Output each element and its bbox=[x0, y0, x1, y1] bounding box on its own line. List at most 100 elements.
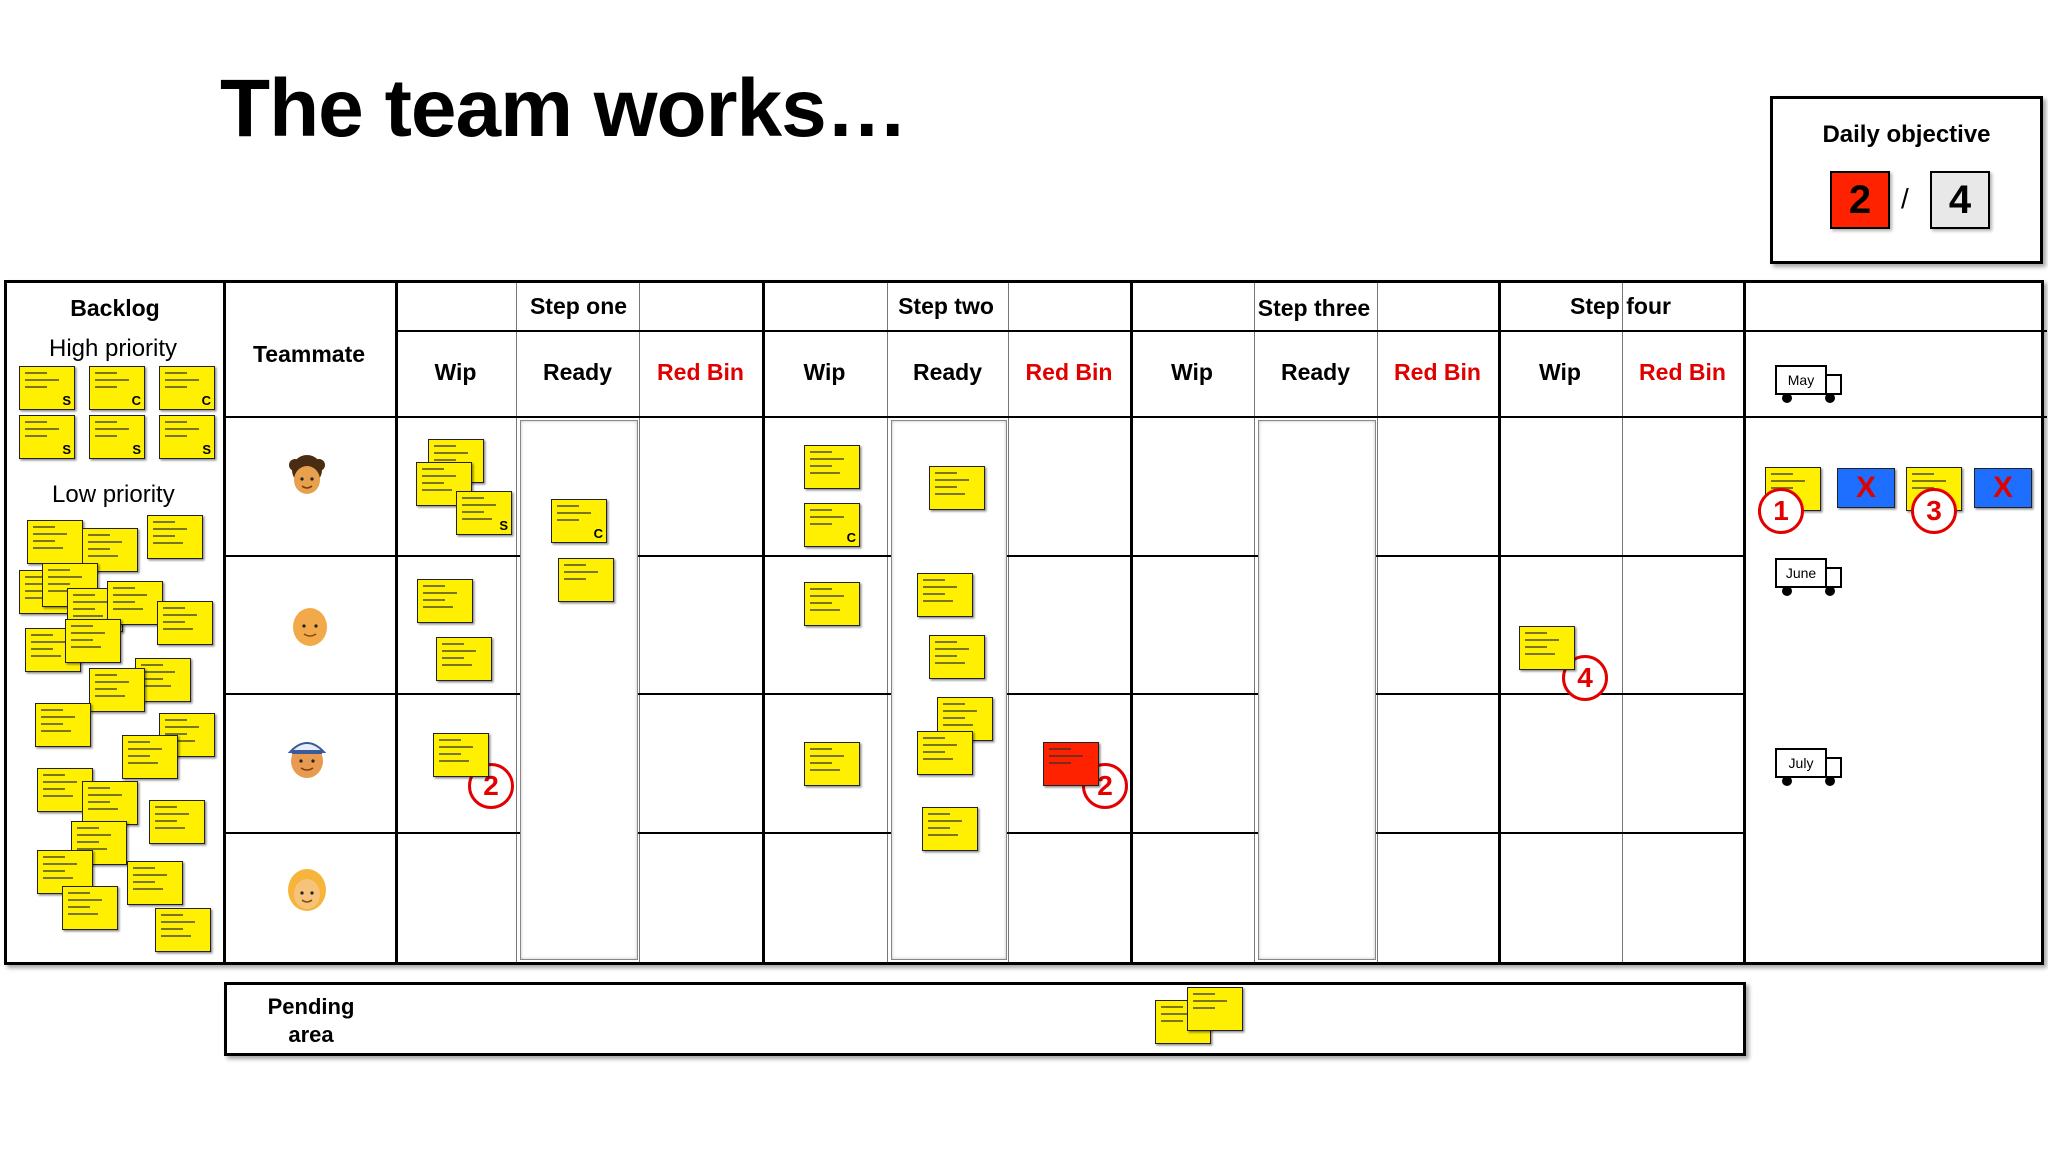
objective-total-count: 4 bbox=[1930, 171, 1990, 229]
divider bbox=[1377, 283, 1378, 962]
work-card bbox=[417, 579, 473, 623]
card-tag: C bbox=[593, 526, 603, 541]
truck-icon-may: May bbox=[1775, 365, 1845, 407]
daily-objective-title: Daily objective bbox=[1822, 121, 1991, 148]
work-card bbox=[804, 445, 860, 489]
page-title: The team works… bbox=[220, 63, 908, 154]
card-tag: S bbox=[62, 393, 71, 408]
high-priority-label: High priority bbox=[49, 335, 178, 362]
backlog-header: Backlog bbox=[70, 295, 160, 321]
step-two-wip: Wip bbox=[803, 359, 846, 385]
backlog-card bbox=[62, 886, 118, 930]
divider bbox=[1254, 283, 1255, 962]
backlog-card bbox=[65, 619, 121, 663]
divider bbox=[1743, 330, 2047, 332]
backlog-card: S bbox=[19, 366, 75, 410]
bald-avatar bbox=[293, 608, 327, 646]
divider bbox=[516, 283, 517, 962]
card-tag: C bbox=[846, 530, 856, 545]
backlog-card bbox=[35, 703, 91, 747]
divider bbox=[395, 330, 1743, 332]
divider bbox=[395, 283, 398, 962]
ready-column-step-three bbox=[1258, 420, 1376, 960]
backlog-card bbox=[27, 520, 83, 564]
work-card: C bbox=[804, 503, 860, 547]
card-tag: C bbox=[201, 393, 211, 408]
divider bbox=[223, 416, 2047, 418]
work-card bbox=[917, 731, 973, 775]
backlog-card: C bbox=[159, 366, 215, 410]
step-one-ready: Ready bbox=[542, 359, 613, 385]
card-tag: C bbox=[131, 393, 141, 408]
objective-done-count: 2 bbox=[1830, 171, 1890, 229]
work-card bbox=[922, 807, 978, 851]
step-two-header: Step two bbox=[898, 293, 994, 319]
pending-area-label: Pending area bbox=[267, 994, 355, 1047]
step-three-wip: Wip bbox=[1171, 359, 1213, 385]
daily-objective-panel: Daily objective 2 / 4 bbox=[1770, 96, 2043, 264]
backlog-card: S bbox=[89, 415, 145, 459]
low-priority-label: Low priority bbox=[52, 481, 175, 508]
work-card: S bbox=[456, 491, 512, 535]
divider bbox=[1622, 283, 1623, 962]
work-card bbox=[433, 733, 489, 777]
work-card bbox=[1519, 626, 1575, 670]
rejected-card: X bbox=[1974, 468, 2032, 508]
step-four-red-bin: Red Bin bbox=[1639, 359, 1726, 385]
backlog-card: C bbox=[89, 366, 145, 410]
truck-icon-july: July bbox=[1775, 748, 1845, 790]
work-card bbox=[929, 466, 985, 510]
backlog-card bbox=[147, 515, 203, 559]
card-tag: S bbox=[62, 442, 71, 457]
divider bbox=[1743, 283, 1746, 962]
blonde-avatar bbox=[288, 869, 326, 911]
step-two-red-bin: Red Bin bbox=[1025, 359, 1113, 385]
step-three-header: Step three bbox=[1257, 295, 1371, 321]
truck-label: May bbox=[1775, 365, 1827, 395]
backlog-card bbox=[107, 581, 163, 625]
card-tag: S bbox=[132, 442, 141, 457]
objective-separator: / bbox=[1901, 183, 1909, 214]
divider bbox=[639, 283, 640, 962]
delivery-marker-3: 3 bbox=[1911, 488, 1957, 534]
curly-hair-avatar bbox=[289, 455, 325, 494]
work-card bbox=[558, 558, 614, 602]
ready-column-step-two bbox=[891, 420, 1007, 960]
kanban-board: Backlog High priority Low priority Teamm… bbox=[4, 280, 2047, 965]
divider bbox=[1008, 283, 1009, 962]
backlog-card bbox=[89, 668, 145, 712]
truck-icon-june: June bbox=[1775, 558, 1845, 600]
step-one-red-bin: Red Bin bbox=[657, 359, 744, 385]
step-one-header: Step one bbox=[529, 293, 628, 319]
work-card bbox=[436, 637, 492, 681]
divider bbox=[1498, 283, 1501, 962]
backlog-card bbox=[127, 861, 183, 905]
delivery-marker-1: 1 bbox=[1758, 488, 1804, 534]
backlog-card bbox=[157, 601, 213, 645]
card-tag: S bbox=[499, 518, 508, 533]
work-card bbox=[804, 582, 860, 626]
work-card: C bbox=[551, 499, 607, 543]
work-card bbox=[804, 742, 860, 786]
defect-card bbox=[1043, 742, 1099, 786]
divider bbox=[887, 283, 888, 962]
pending-card bbox=[1187, 987, 1243, 1031]
cap-avatar bbox=[287, 742, 327, 778]
truck-label: July bbox=[1775, 748, 1827, 778]
step-four-header: Step four bbox=[1570, 293, 1671, 319]
work-card bbox=[917, 573, 973, 617]
backlog-card: S bbox=[19, 415, 75, 459]
backlog-card: S bbox=[159, 415, 215, 459]
step-two-ready: Ready bbox=[912, 359, 983, 385]
step-three-ready: Ready bbox=[1280, 359, 1351, 385]
truck-label: June bbox=[1775, 558, 1827, 588]
pending-area: Pending area bbox=[224, 982, 1746, 1056]
divider bbox=[223, 283, 226, 962]
divider bbox=[762, 283, 765, 962]
teammate-header: Teammate bbox=[252, 341, 366, 367]
step-one-wip: Wip bbox=[434, 359, 477, 385]
backlog-card bbox=[82, 781, 138, 825]
card-tag: S bbox=[202, 442, 211, 457]
backlog-card bbox=[122, 735, 178, 779]
backlog-card bbox=[149, 800, 205, 844]
